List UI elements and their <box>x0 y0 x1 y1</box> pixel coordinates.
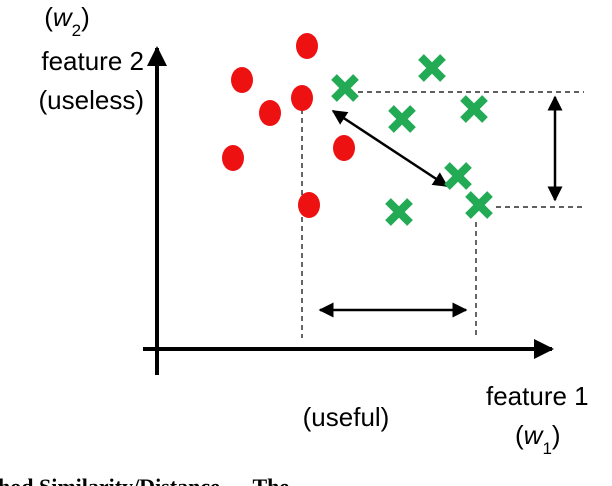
bottom-cut-text: hod Similarity/Distance … The <box>0 474 289 486</box>
y-axis-title: feature 2 <box>41 46 144 76</box>
green-cross-point <box>444 162 472 190</box>
projection-lines <box>301 91 584 338</box>
green-cross-point <box>388 105 416 133</box>
x-axis-title: feature 1 <box>486 381 589 411</box>
red-circle-point <box>259 100 281 126</box>
x-axis-note: (useful) <box>303 402 390 432</box>
x-weight-symbol: w <box>524 420 545 450</box>
green-cross-point <box>331 74 359 102</box>
y-axis-note: (useless) <box>39 85 144 115</box>
diagonal-distance-arrow <box>331 109 449 188</box>
red-circle-point <box>333 135 355 161</box>
x-weight-subscript: 1 <box>542 439 551 458</box>
red-circle-point <box>291 85 313 111</box>
green-cross-point <box>460 95 488 123</box>
red-circle-point <box>231 67 253 93</box>
y-axis-weight-label: (w2) <box>44 2 90 40</box>
green-cross-point <box>418 54 446 82</box>
class-2-points <box>331 54 493 226</box>
class-1-points <box>222 33 355 218</box>
x-axis-weight-label: (w1) <box>515 420 561 458</box>
y-weight-subscript: 2 <box>72 21 81 40</box>
red-circle-point <box>222 145 244 171</box>
red-circle-point <box>296 33 318 59</box>
red-circle-point <box>298 192 320 218</box>
y-weight-symbol: w <box>53 2 74 32</box>
green-cross-point <box>385 198 413 226</box>
green-cross-point <box>465 191 493 219</box>
